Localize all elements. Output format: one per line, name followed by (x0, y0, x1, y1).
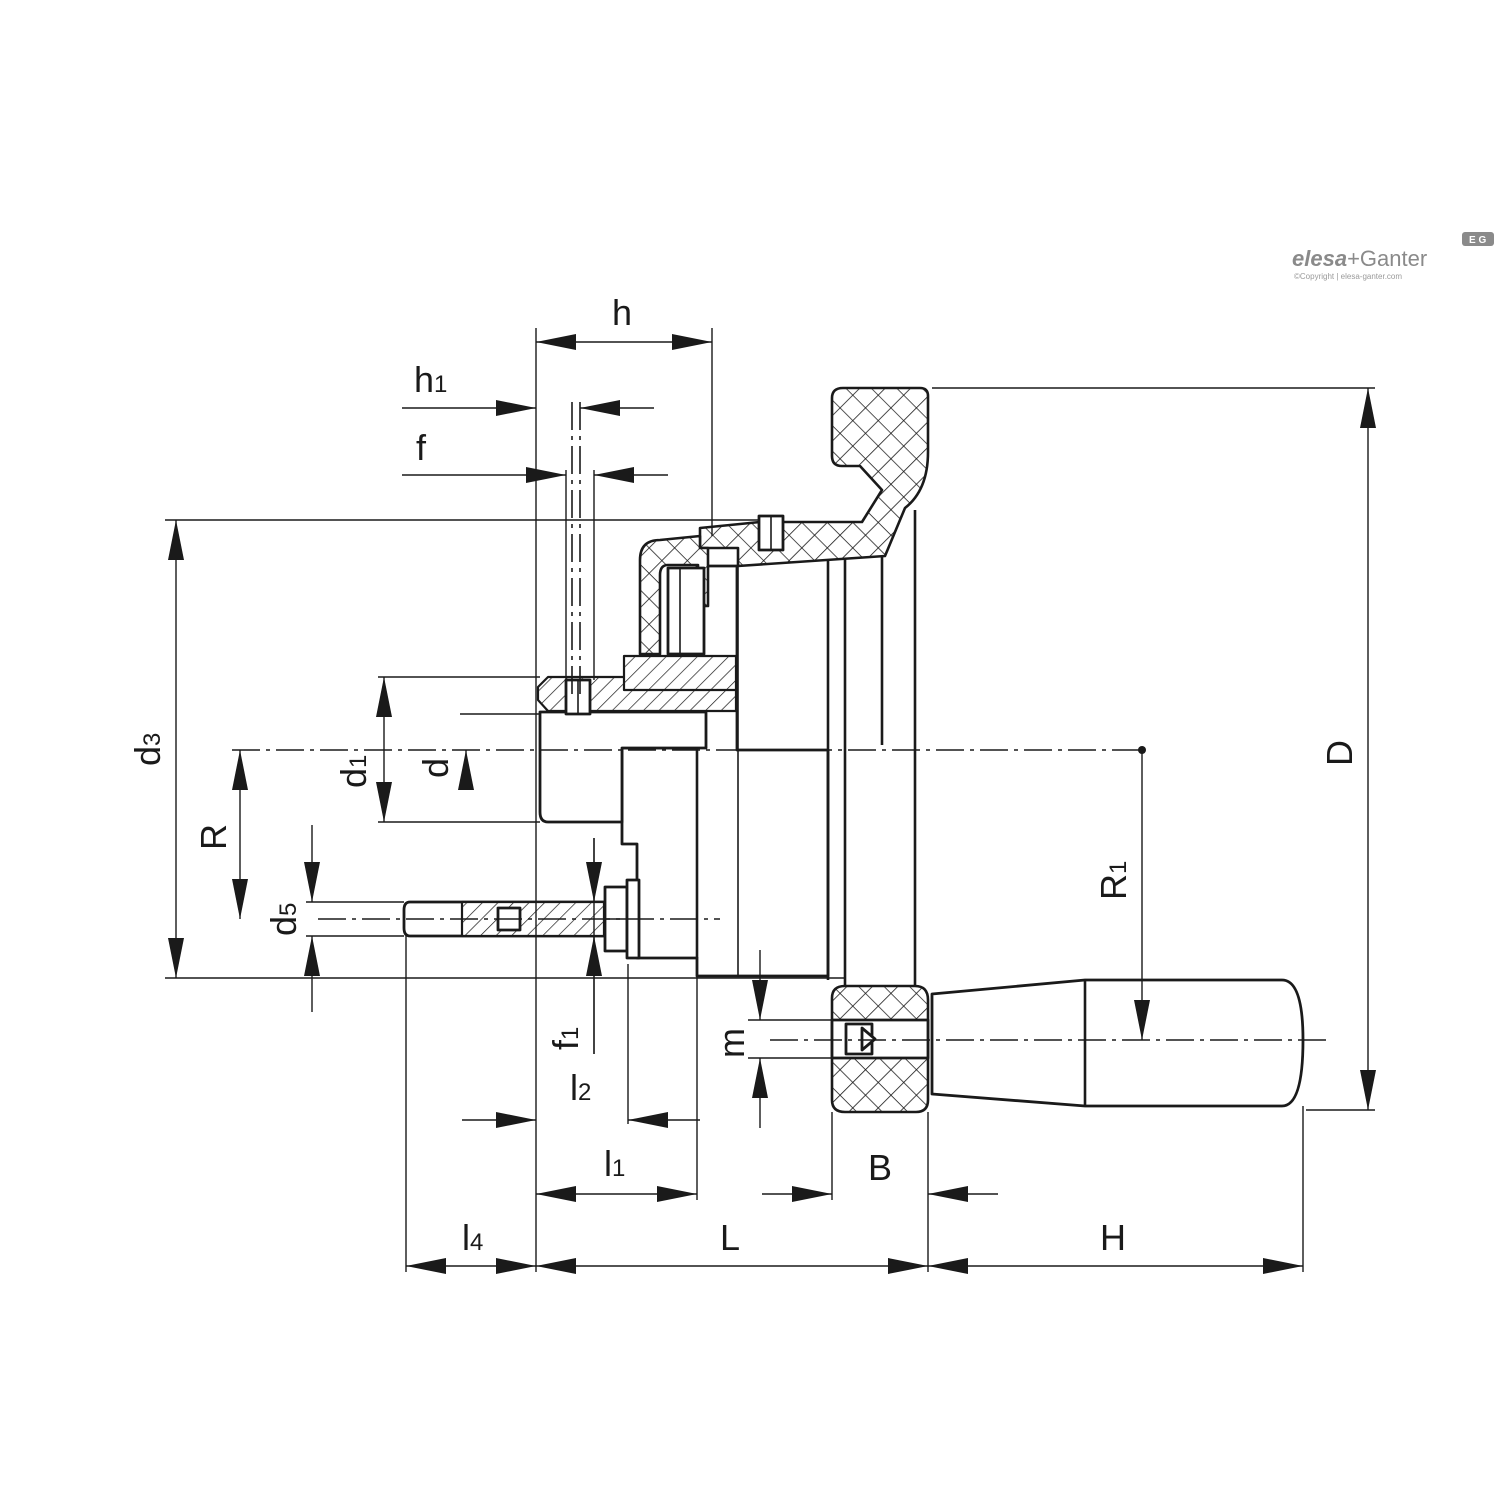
brand-badge (1462, 232, 1494, 246)
label-d: d (415, 758, 456, 778)
dimension-labels: h h1 f d3 R d1 d d5 f1 m l2 l1 B l4 L H … (127, 292, 1360, 1258)
label-m: m (711, 1028, 752, 1058)
label-D: D (1319, 740, 1360, 766)
label-H: H (1100, 1217, 1126, 1258)
brand-logo: elesa+Ganter ©Copyright | elesa-ganter.c… (1292, 232, 1494, 281)
label-R: R (193, 824, 234, 850)
part-geometry (402, 386, 1305, 1114)
dimension-arrows (168, 334, 1376, 1274)
label-h1: h1 (414, 359, 447, 400)
label-f: f (416, 427, 427, 468)
label-d1: d1 (333, 755, 374, 788)
label-l4: l4 (462, 1217, 483, 1258)
label-l2: l2 (570, 1067, 591, 1108)
brand-copyright: ©Copyright | elesa-ganter.com (1294, 272, 1402, 281)
brand-wordmark: elesa+Ganter (1292, 246, 1427, 271)
bearing-cap (638, 534, 710, 656)
brand-badge-text: E G (1469, 235, 1486, 246)
revolving-handle (930, 978, 1305, 1108)
clamp-ring (622, 654, 738, 692)
extension-lines (165, 328, 1375, 1272)
rim-upper (698, 386, 930, 568)
label-l1: l1 (604, 1143, 625, 1184)
bore (538, 710, 708, 824)
label-d3: d3 (127, 733, 168, 766)
label-h: h (612, 292, 632, 333)
label-R1: R1 (1093, 861, 1134, 900)
bearing-inner (666, 566, 706, 656)
label-d5: d5 (263, 903, 304, 936)
label-L: L (720, 1217, 740, 1258)
label-f1: f1 (545, 1027, 586, 1050)
label-B: B (868, 1147, 892, 1188)
